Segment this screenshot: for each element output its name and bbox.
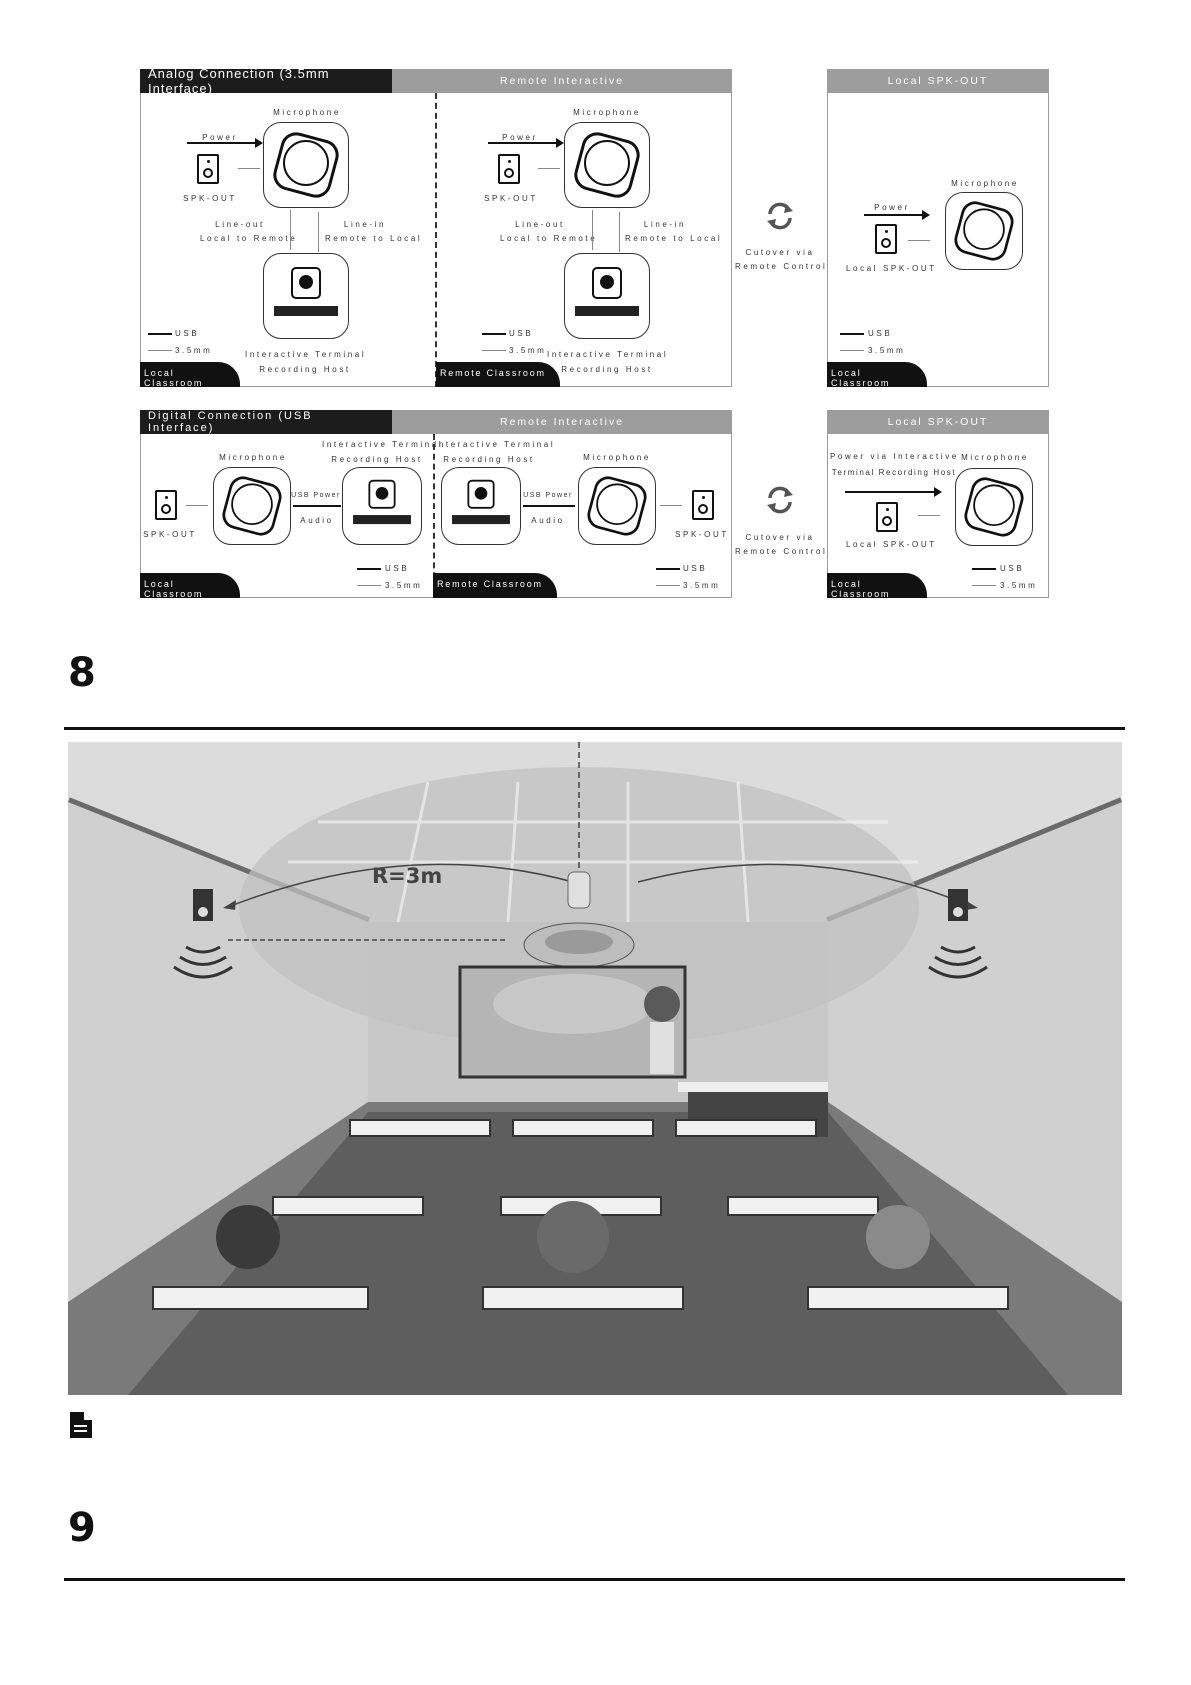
speaker-icon-digital <box>155 490 177 520</box>
label-spk-out-digital: SPK-OUT <box>143 530 197 539</box>
speaker-icon-digital-spk <box>876 502 898 532</box>
label-remote-to-local: Remote to Local <box>325 234 423 243</box>
interactive-terminal-device <box>263 253 349 339</box>
label-local-to-remote: Local to Remote <box>200 234 298 243</box>
legend-35mm-label: 3.5mm <box>175 346 213 355</box>
label-local-spk-out-digital: Local SPK-OUT <box>846 540 937 549</box>
label-line-out: Line-out <box>215 220 265 229</box>
interactive-terminal-device-digital <box>342 467 422 545</box>
refresh-cycle-icon <box>762 198 798 234</box>
label-microphone: Microphone <box>273 108 341 117</box>
speaker-icon-remote <box>498 154 520 184</box>
label-usb-power: USB Power <box>291 492 341 499</box>
label-recording-host: Recording Host <box>259 365 351 374</box>
microphone-device-spk <box>945 192 1023 270</box>
classroom-illustration <box>68 742 1122 1395</box>
label-interactive-terminal: Interactive Terminal <box>245 350 367 359</box>
analog-title: Analog Connection (3.5mm Interface) <box>140 66 392 96</box>
label-power-via-1: Power via Interactive <box>830 452 959 461</box>
label-local-spk-out: Local SPK-OUT <box>846 264 937 273</box>
speaker-icon <box>197 154 219 184</box>
label-spk-out: SPK-OUT <box>183 194 237 203</box>
legend-35mm-label-digital: 3.5mm <box>385 581 423 590</box>
section-9-rule <box>64 1578 1125 1581</box>
cutover-line1: Cutover via <box>745 248 815 257</box>
legend-usb-label-digital-spk: USB <box>1000 564 1025 573</box>
legend-35mm-label-spk: 3.5mm <box>868 346 906 355</box>
power-arrow <box>187 142 257 144</box>
legend-35mm-label-digital-remote: 3.5mm <box>683 581 721 590</box>
interactive-terminal-device-remote <box>564 253 650 339</box>
speaker-icon-spk <box>875 224 897 254</box>
cutover-line2: Remote Control <box>735 262 828 271</box>
label-spk-out-remote: SPK-OUT <box>484 194 538 203</box>
digital-local-spk-header: Local SPK-OUT <box>827 410 1049 434</box>
digital-title: Digital Connection (USB Interface) <box>140 410 392 434</box>
label-line-in-remote: Line-in <box>643 220 687 229</box>
legend-usb-label-digital: USB <box>385 564 410 573</box>
label-microphone-digital-spk: Microphone <box>961 453 1029 462</box>
microphone-device <box>263 122 349 208</box>
legend-35mm-label-remote: 3.5mm <box>509 346 547 355</box>
analog-remote-header: Remote Interactive <box>392 69 732 93</box>
cutover-line2-b: Remote Control <box>735 547 828 556</box>
section-number-9: 9 <box>68 1505 96 1551</box>
corner-local-classroom-spk: Local Classroom <box>827 362 927 388</box>
corner-local-classroom: Local Classroom <box>140 362 240 388</box>
corner-remote-classroom-digital: Remote Classroom <box>433 573 557 598</box>
label-usb-power-remote: USB Power <box>523 492 573 499</box>
label-remote-to-local-r: Remote to Local <box>625 234 723 243</box>
section-number-8: 8 <box>68 650 96 696</box>
refresh-cycle-icon-2 <box>762 482 798 518</box>
label-recording-host-digital: Recording Host <box>331 455 423 464</box>
label-microphone-digital: Microphone <box>219 453 287 462</box>
label-audio: Audio <box>300 516 334 525</box>
corner-local-classroom-digital-spk: Local Classroom <box>827 573 927 599</box>
label-terminal-digital: Interactive Terminal <box>322 440 444 449</box>
digital-remote-header: Remote Interactive <box>392 410 732 434</box>
label-power-via-2: Terminal Recording Host <box>831 468 957 477</box>
microphone-device-remote <box>564 122 650 208</box>
label-power: Power <box>202 133 238 142</box>
label-recording-host-remote: Recording Host <box>561 365 653 374</box>
interactive-terminal-device-digital-remote <box>441 467 521 545</box>
legend-35mm-label-digital-spk: 3.5mm <box>1000 581 1038 590</box>
label-power-remote: Power <box>502 133 538 142</box>
corner-local-classroom-digital: Local Classroom <box>140 573 240 599</box>
label-line-in: Line-in <box>343 220 387 229</box>
legend-usb-label-remote: USB <box>509 329 534 338</box>
label-microphone-remote: Microphone <box>573 108 641 117</box>
legend-usb-label-digital-remote: USB <box>683 564 708 573</box>
radius-label: R=3m <box>372 864 443 888</box>
label-terminal-digital-remote: Interactive Terminal <box>434 440 556 449</box>
microphone-device-digital-remote <box>578 467 656 545</box>
legend-usb-label: USB <box>175 329 200 338</box>
label-line-out-remote: Line-out <box>515 220 565 229</box>
label-microphone-spk: Microphone <box>951 179 1019 188</box>
label-microphone-digital-remote: Microphone <box>583 453 651 462</box>
label-recording-host-digital-remote: Recording Host <box>443 455 535 464</box>
legend-usb-label-spk: USB <box>868 329 893 338</box>
legend-35mm-line <box>148 350 172 351</box>
corner-remote-classroom: Remote Classroom <box>436 362 560 387</box>
label-spk-out-digital-remote: SPK-OUT <box>675 530 729 539</box>
label-local-to-remote-r: Local to Remote <box>500 234 598 243</box>
microphone-device-digital-spk <box>955 468 1033 546</box>
cutover-line1-b: Cutover via <box>745 533 815 542</box>
analog-divider <box>435 93 437 387</box>
label-interactive-terminal-remote: Interactive Terminal <box>547 350 669 359</box>
return-arrow <box>238 168 260 169</box>
label-audio-remote: Audio <box>531 516 565 525</box>
analog-local-spk-header: Local SPK-OUT <box>827 69 1049 93</box>
speaker-icon-digital-remote <box>692 490 714 520</box>
document-note-icon <box>70 1412 92 1438</box>
legend-usb-line <box>148 333 172 335</box>
microphone-device-digital <box>213 467 291 545</box>
section-8-rule <box>64 727 1125 730</box>
label-power-spk: Power <box>874 203 910 212</box>
